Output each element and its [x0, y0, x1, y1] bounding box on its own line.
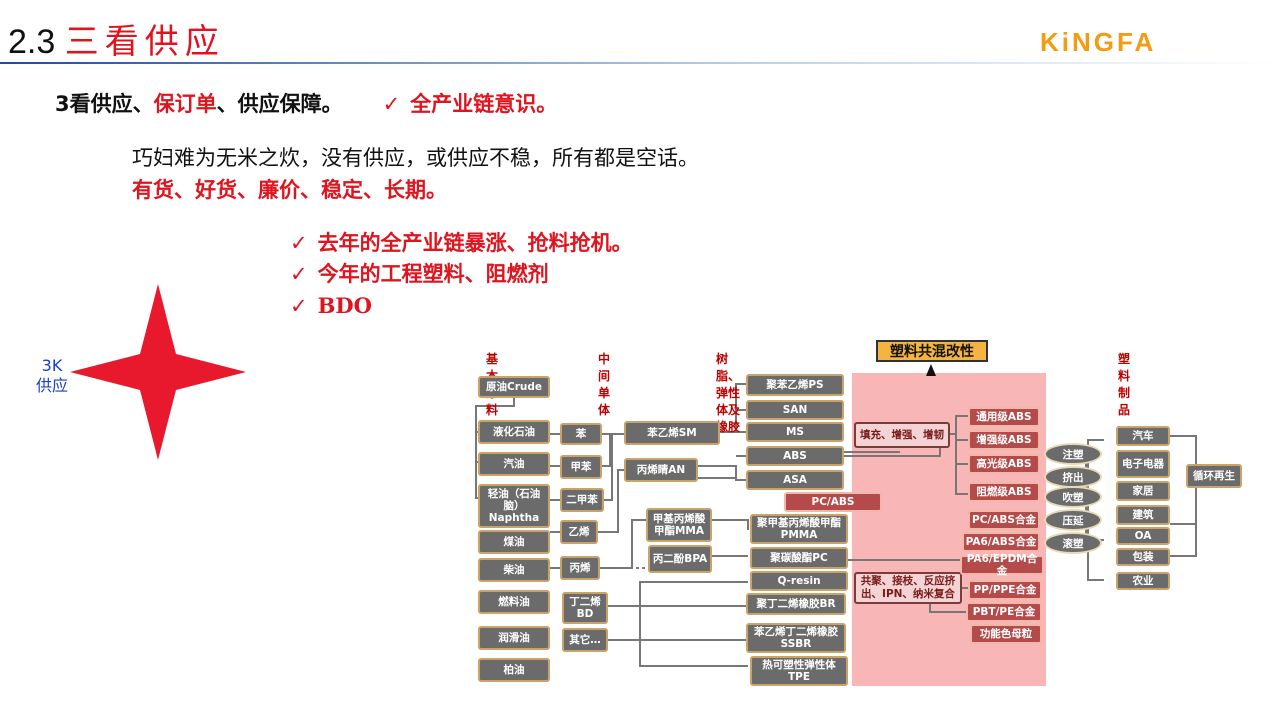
raw-node: 柏油 [478, 658, 550, 682]
process-oval: 注塑 [1044, 443, 1102, 465]
resin-node: MS [746, 422, 844, 442]
resin-node: ASA [746, 470, 844, 490]
headline: 3看供应、保订单、供应保障。 ✓ 全产业链意识。 [55, 88, 557, 118]
resin-node: ABS [746, 446, 844, 466]
monomer-node: 二甲苯 [560, 488, 604, 512]
resin-node: 聚丁二烯橡胶BR [746, 593, 846, 615]
application-node: 家居 [1116, 481, 1170, 501]
mod-process-node: 共聚、接枝、反应挤出、IPN、纳米复合 [854, 572, 962, 604]
raw-node: 柴油 [478, 558, 550, 582]
mod-product-node: 阻燃级ABS [968, 482, 1040, 502]
application-node: 汽车 [1116, 426, 1170, 446]
raw-node: 汽油 [478, 452, 550, 476]
bullet-item: ✓今年的工程塑料、阻燃剂 [290, 262, 549, 286]
recycle-node: 循环再生 [1186, 464, 1242, 488]
kingfa-logo: KiNGFA [1040, 27, 1157, 57]
application-node: OA [1116, 527, 1170, 545]
check-icon: ✓ [290, 262, 308, 286]
resin-node: SAN [746, 400, 844, 420]
application-node: 电子电器 [1116, 450, 1170, 478]
header-divider [0, 62, 1278, 64]
star-label-line2: 供应 [36, 376, 69, 395]
col-header-modification: 塑料共混改性 [876, 340, 988, 362]
mod-product-node: 通用级ABS [968, 407, 1040, 427]
monomer2-node: 苯乙烯SM [624, 421, 720, 445]
raw-node: 原油Crude [478, 376, 550, 398]
col-header-products: 塑料制品 [1118, 352, 1131, 417]
raw-node: 润滑油 [478, 626, 550, 650]
mod-product-node: PBT/PE合金 [966, 602, 1042, 622]
monomer2-node: 甲基丙烯酸甲酯MMA [646, 508, 712, 542]
headline-part2: 保订单 [153, 92, 217, 116]
resin-node: PC/ABS [784, 492, 882, 512]
bullet-list: ✓去年的全产业链暴涨、抢料抢机。 ✓今年的工程塑料、阻燃剂 ✓BDO [290, 228, 633, 322]
mod-process-node: 填充、增强、增韧 [854, 422, 950, 448]
resin-node: 苯乙烯丁二烯橡胶SSBR [746, 623, 846, 653]
paragraph-line2: 有货、好货、廉价、稳定、长期。 [132, 178, 447, 202]
raw-node: 煤油 [478, 530, 550, 554]
process-oval: 吹塑 [1044, 486, 1102, 508]
raw-node: 燃料油 [478, 590, 550, 614]
monomer-node: 苯 [560, 423, 602, 445]
raw-node: 轻油（石油脑）Naphtha [478, 484, 550, 528]
monomer2-node: 丙烯睛AN [624, 458, 698, 482]
col-header-resin: 树脂、弹性体及橡胶 [716, 352, 741, 434]
monomer-node: 其它… [562, 628, 608, 652]
mod-product-node: 增强级ABS [968, 430, 1040, 450]
process-oval: 压延 [1044, 509, 1102, 531]
headline-part1: 3看供应、 [55, 92, 154, 116]
monomer-node: 丁二烯BD [562, 592, 608, 624]
resin-node: 热可塑性弹性体TPE [750, 656, 848, 686]
bullet-item: ✓去年的全产业链暴涨、抢料抢机。 [290, 231, 633, 255]
page-title: 2.3 三看供应 [8, 14, 225, 63]
four-point-star-icon [70, 284, 246, 460]
mod-product-node: PP/PPE合金 [968, 580, 1042, 600]
mod-product-node: PC/ABS合金 [968, 510, 1040, 530]
col-header-monomer: 中间单体 [598, 352, 611, 417]
mod-product-node: PA6/ABS合金 [962, 532, 1040, 552]
resin-node: 聚苯乙烯PS [746, 374, 844, 396]
raw-node: 液化石油 [478, 420, 550, 444]
paragraph-line1: 巧妇难为无米之炊，没有供应，或供应不稳，所有都是空话。 [132, 146, 699, 170]
resin-node: Q-resin [750, 571, 848, 591]
application-node: 农业 [1116, 572, 1170, 590]
resin-node: 聚甲基丙烯酸甲酯PMMA [750, 514, 848, 544]
headline-part4: 全产业链意识。 [410, 92, 558, 116]
resin-node: 聚碳酸酯PC [750, 547, 848, 569]
monomer-node: 丙烯 [560, 556, 600, 580]
application-node: 建筑 [1116, 505, 1170, 525]
check-icon: ✓ [290, 294, 308, 318]
monomer2-node: 丙二酚BPA [648, 545, 712, 573]
section-number: 2.3 [8, 23, 56, 61]
check-icon: ✓ [290, 231, 308, 255]
mod-product-node: PA6/EPDM合金 [960, 553, 1044, 577]
headline-part3: 、供应保障。 [216, 92, 343, 116]
star-label-line1: 3K [41, 356, 63, 375]
monomer-node: 乙烯 [560, 520, 598, 544]
monomer-node: 甲苯 [560, 455, 602, 479]
process-oval: 滚塑 [1044, 532, 1102, 554]
application-node: 包装 [1116, 548, 1170, 566]
process-oval: 挤出 [1044, 466, 1102, 488]
star-label: 3K 供应 [36, 356, 68, 396]
bullet-item: ✓BDO [290, 293, 372, 318]
mod-product-node: 高光级ABS [968, 454, 1040, 474]
mod-product-node: 功能色母粒 [970, 624, 1042, 644]
section-title: 三看供应 [64, 22, 225, 62]
arrow-up-icon [926, 364, 936, 376]
check-icon: ✓ [382, 92, 401, 116]
